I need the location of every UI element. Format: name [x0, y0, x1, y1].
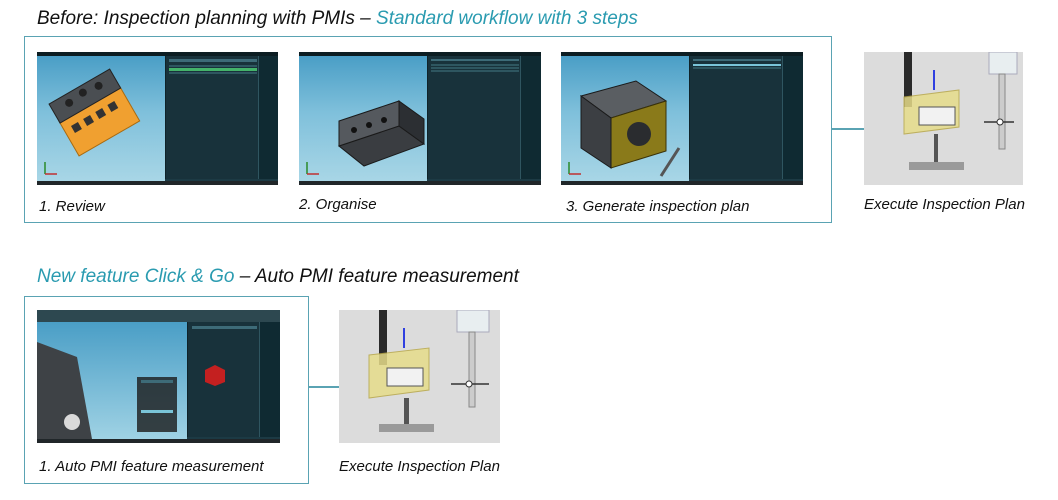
execute-caption-bottom: Execute Inspection Plan	[339, 458, 500, 475]
after-heading: New feature Click & Go – Auto PMI featur…	[37, 266, 519, 288]
auto-pmi-screenshot	[37, 310, 280, 443]
generate-plan-part-render	[568, 80, 681, 177]
review-part-render	[44, 68, 141, 175]
execute-plan-render-bottom	[339, 310, 500, 443]
workflow-connector-line	[832, 128, 864, 130]
step-2-caption: 2. Organise	[299, 196, 377, 213]
execute-plan-render-top	[864, 52, 1023, 185]
auto-pmi-part-render	[37, 342, 217, 439]
organise-part-render	[306, 100, 426, 175]
red-cube-icon	[205, 365, 225, 386]
organise-screenshot	[299, 52, 541, 185]
before-heading: Before: Inspection planning with PMIs – …	[37, 8, 638, 30]
before-heading-accent: Standard workflow with 3 steps	[376, 8, 638, 29]
step-1-caption: 1. Review	[39, 198, 105, 215]
review-screenshot	[37, 52, 278, 185]
click-and-go-connector-line	[309, 386, 339, 388]
execute-caption-top: Execute Inspection Plan	[864, 196, 1025, 213]
before-heading-prefix: Before: Inspection planning with PMIs –	[37, 8, 377, 29]
generate-plan-screenshot	[561, 52, 803, 185]
click-and-go-frame	[24, 296, 309, 484]
standard-workflow-frame	[24, 36, 832, 223]
step-3-caption: 3. Generate inspection plan	[566, 198, 750, 215]
after-heading-suffix: – Auto PMI feature measurement	[234, 266, 519, 287]
after-heading-accent: New feature Click & Go	[37, 266, 235, 287]
auto-pmi-caption: 1. Auto PMI feature measurement	[39, 458, 264, 475]
